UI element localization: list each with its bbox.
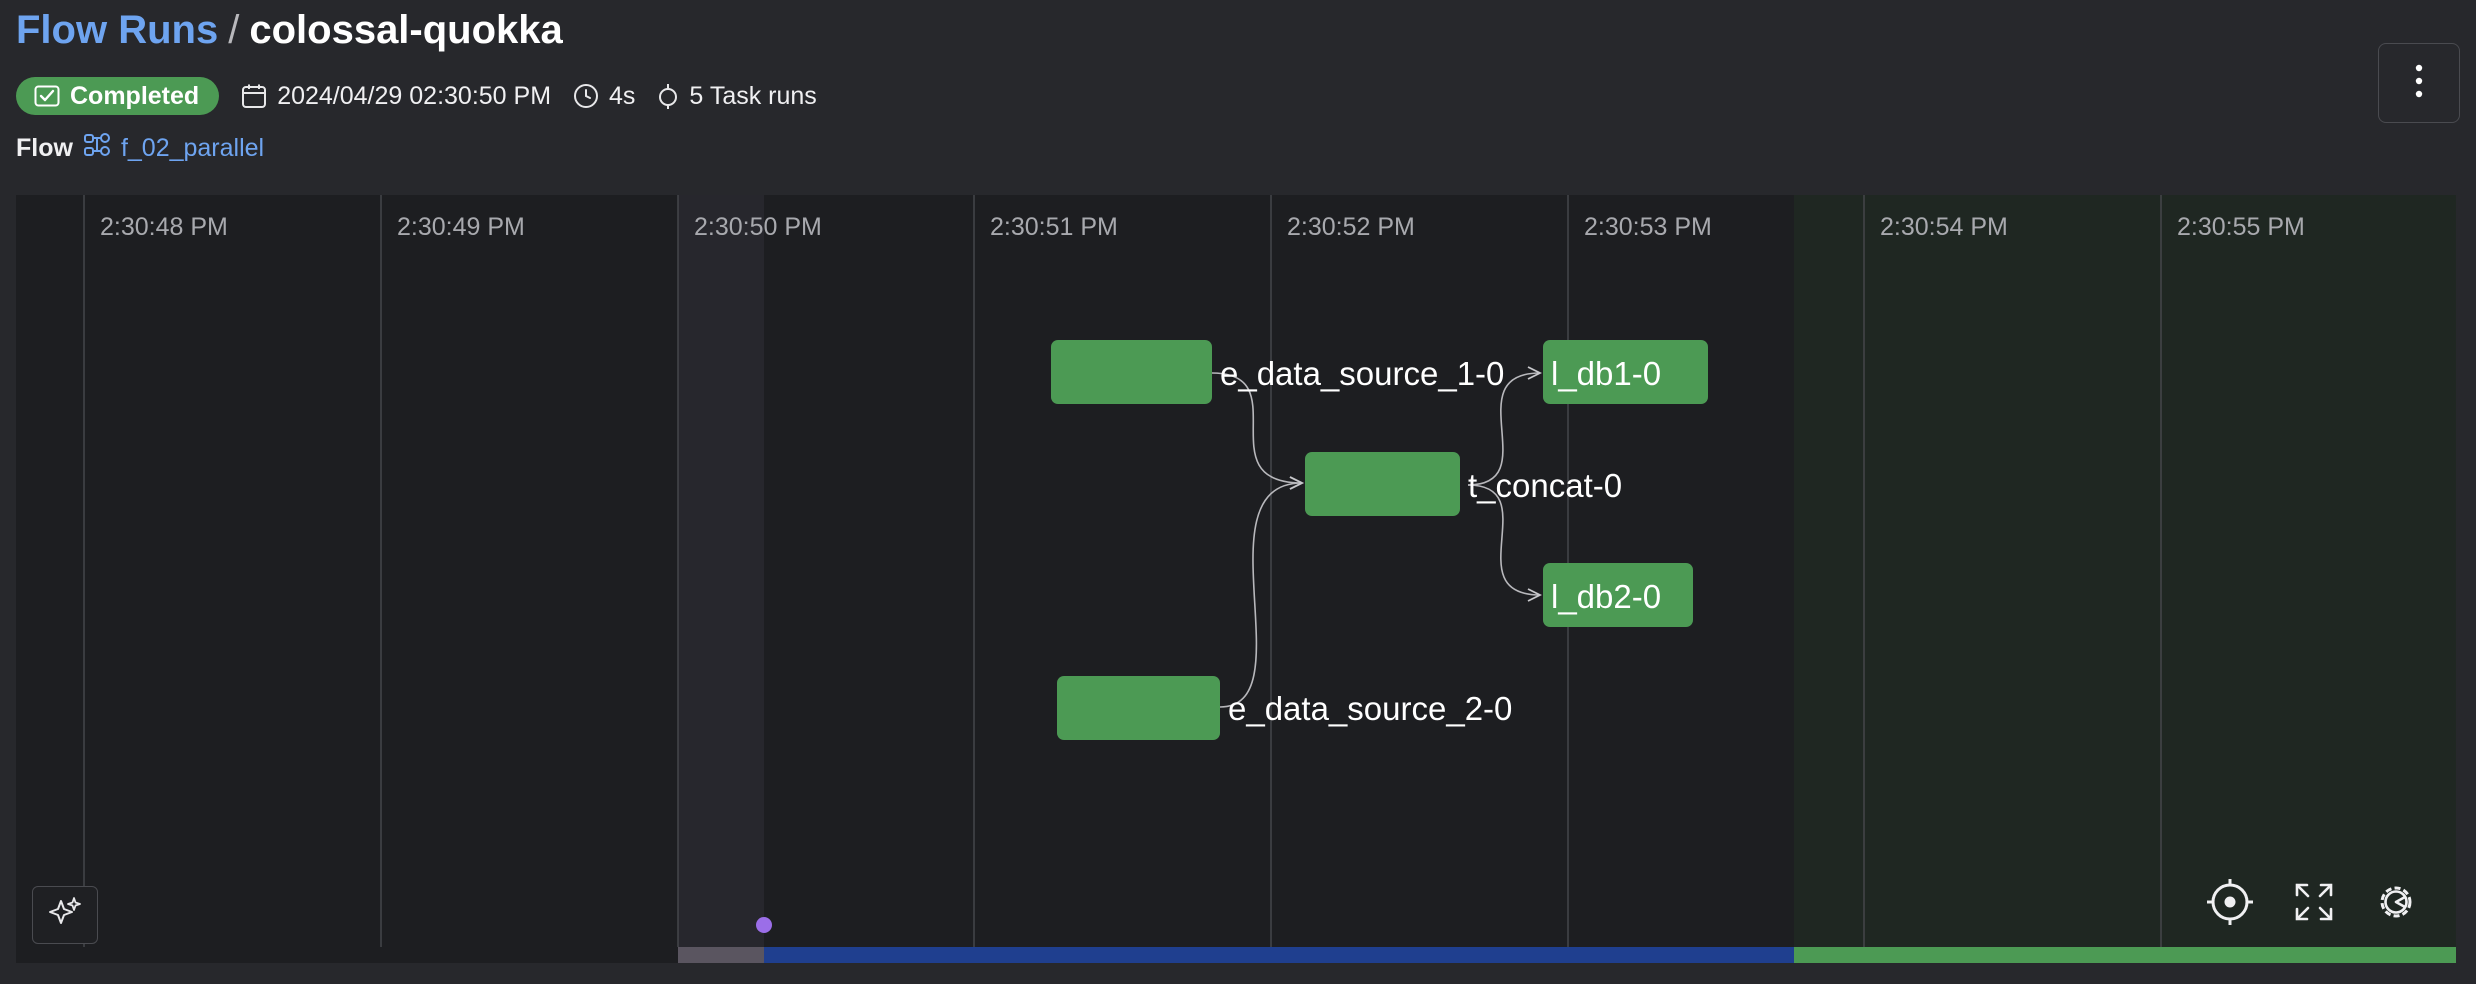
more-menu-button[interactable] — [2378, 43, 2460, 123]
node-label: t_concat-0 — [1468, 467, 1622, 504]
breadcrumb-flow-runs-link[interactable]: Flow Runs — [16, 8, 219, 52]
task-run-icon — [657, 82, 679, 110]
pending-bar-segment — [678, 947, 764, 963]
tick-label: 2:30:53 PM — [1584, 213, 1712, 241]
tick-label: 2:30:49 PM — [397, 213, 525, 241]
start-time-text: 2024/04/29 02:30:50 PM — [277, 81, 552, 110]
tick-label: 2:30:54 PM — [1880, 213, 2008, 241]
clock-icon — [573, 83, 599, 109]
edge-source1-to-concat — [1211, 372, 1302, 483]
sparkle-icon — [47, 895, 83, 936]
node-label: e_data_source_1-0 — [1220, 355, 1504, 392]
fullscreen-button[interactable] — [2286, 876, 2342, 932]
completed-bar-segment — [1794, 947, 2456, 963]
duration-text: 4s — [609, 81, 636, 110]
edge-concat-to-db2 — [1467, 484, 1540, 595]
timeline-graph[interactable]: 2:30:48 PM 2:30:49 PM 2:30:50 PM 2:30:51… — [16, 195, 2456, 963]
node-label: l_db1-0 — [1551, 355, 1661, 392]
state-badge: Completed — [16, 77, 220, 115]
gear-icon — [2373, 879, 2419, 930]
tick-label: 2:30:52 PM — [1287, 213, 1415, 241]
task-node[interactable]: e_data_source_1-0 — [1051, 340, 1504, 404]
edge-concat-to-db1 — [1467, 373, 1540, 486]
tick-label: 2:30:48 PM — [100, 213, 228, 241]
crosshair-icon — [2205, 877, 2255, 932]
tick-label: 2:30:55 PM — [2177, 213, 2305, 241]
breadcrumb-separator: / — [228, 8, 240, 52]
duration: 4s — [573, 82, 635, 111]
edge-source2-to-concat — [1219, 483, 1302, 708]
flow-icon — [83, 132, 113, 165]
flow-row: Flow f_02_parallel — [16, 128, 264, 168]
task-node[interactable]: t_concat-0 — [1305, 452, 1622, 516]
node-label: l_db2-0 — [1551, 578, 1661, 615]
breadcrumb: Flow Runs/colossal-quokka — [16, 8, 563, 53]
calendar-icon — [241, 83, 267, 109]
tick-label: 2:30:50 PM — [694, 213, 822, 241]
kebab-menu-icon — [2415, 64, 2423, 103]
sparkle-button[interactable] — [32, 886, 98, 944]
timeline-canvas: 2:30:48 PM 2:30:49 PM 2:30:50 PM 2:30:51… — [16, 195, 2456, 963]
run-meta: Completed 2024/04/29 02:30:50 PM 4s 5 Ta… — [16, 76, 817, 116]
settings-button[interactable] — [2368, 876, 2424, 932]
completed-region — [1794, 195, 2456, 947]
center-view-button[interactable] — [2202, 876, 2258, 932]
task-runs-text: 5 Task runs — [689, 81, 817, 110]
run-state-bar — [678, 947, 2456, 963]
now-marker — [756, 917, 772, 933]
pending-region — [678, 195, 764, 947]
time-axis: 2:30:48 PM 2:30:49 PM 2:30:50 PM 2:30:51… — [100, 213, 2305, 241]
dependency-edges — [1211, 372, 1540, 708]
node-label: e_data_source_2-0 — [1228, 690, 1512, 727]
start-time: 2024/04/29 02:30:50 PM — [241, 82, 551, 111]
page-header: Flow Runs/colossal-quokka Completed 2024… — [16, 0, 2460, 190]
page-title: colossal-quokka — [249, 8, 563, 52]
checkbox-check-icon — [34, 85, 60, 107]
task-node[interactable]: e_data_source_2-0 — [1057, 676, 1512, 740]
state-label: Completed — [70, 81, 200, 110]
tick-label: 2:30:51 PM — [990, 213, 1118, 241]
flow-name: f_02_parallel — [120, 133, 265, 162]
task-runs-count: 5 Task runs — [657, 81, 817, 111]
fullscreen-icon — [2293, 881, 2335, 928]
running-bar-segment — [764, 947, 1794, 963]
flow-link[interactable]: f_02_parallel — [83, 132, 264, 165]
flow-label: Flow — [16, 133, 73, 162]
grid-lines — [83, 195, 2162, 947]
task-node[interactable]: l_db2-0 — [1543, 563, 1693, 627]
task-node[interactable]: l_db1-0 — [1543, 340, 1708, 404]
